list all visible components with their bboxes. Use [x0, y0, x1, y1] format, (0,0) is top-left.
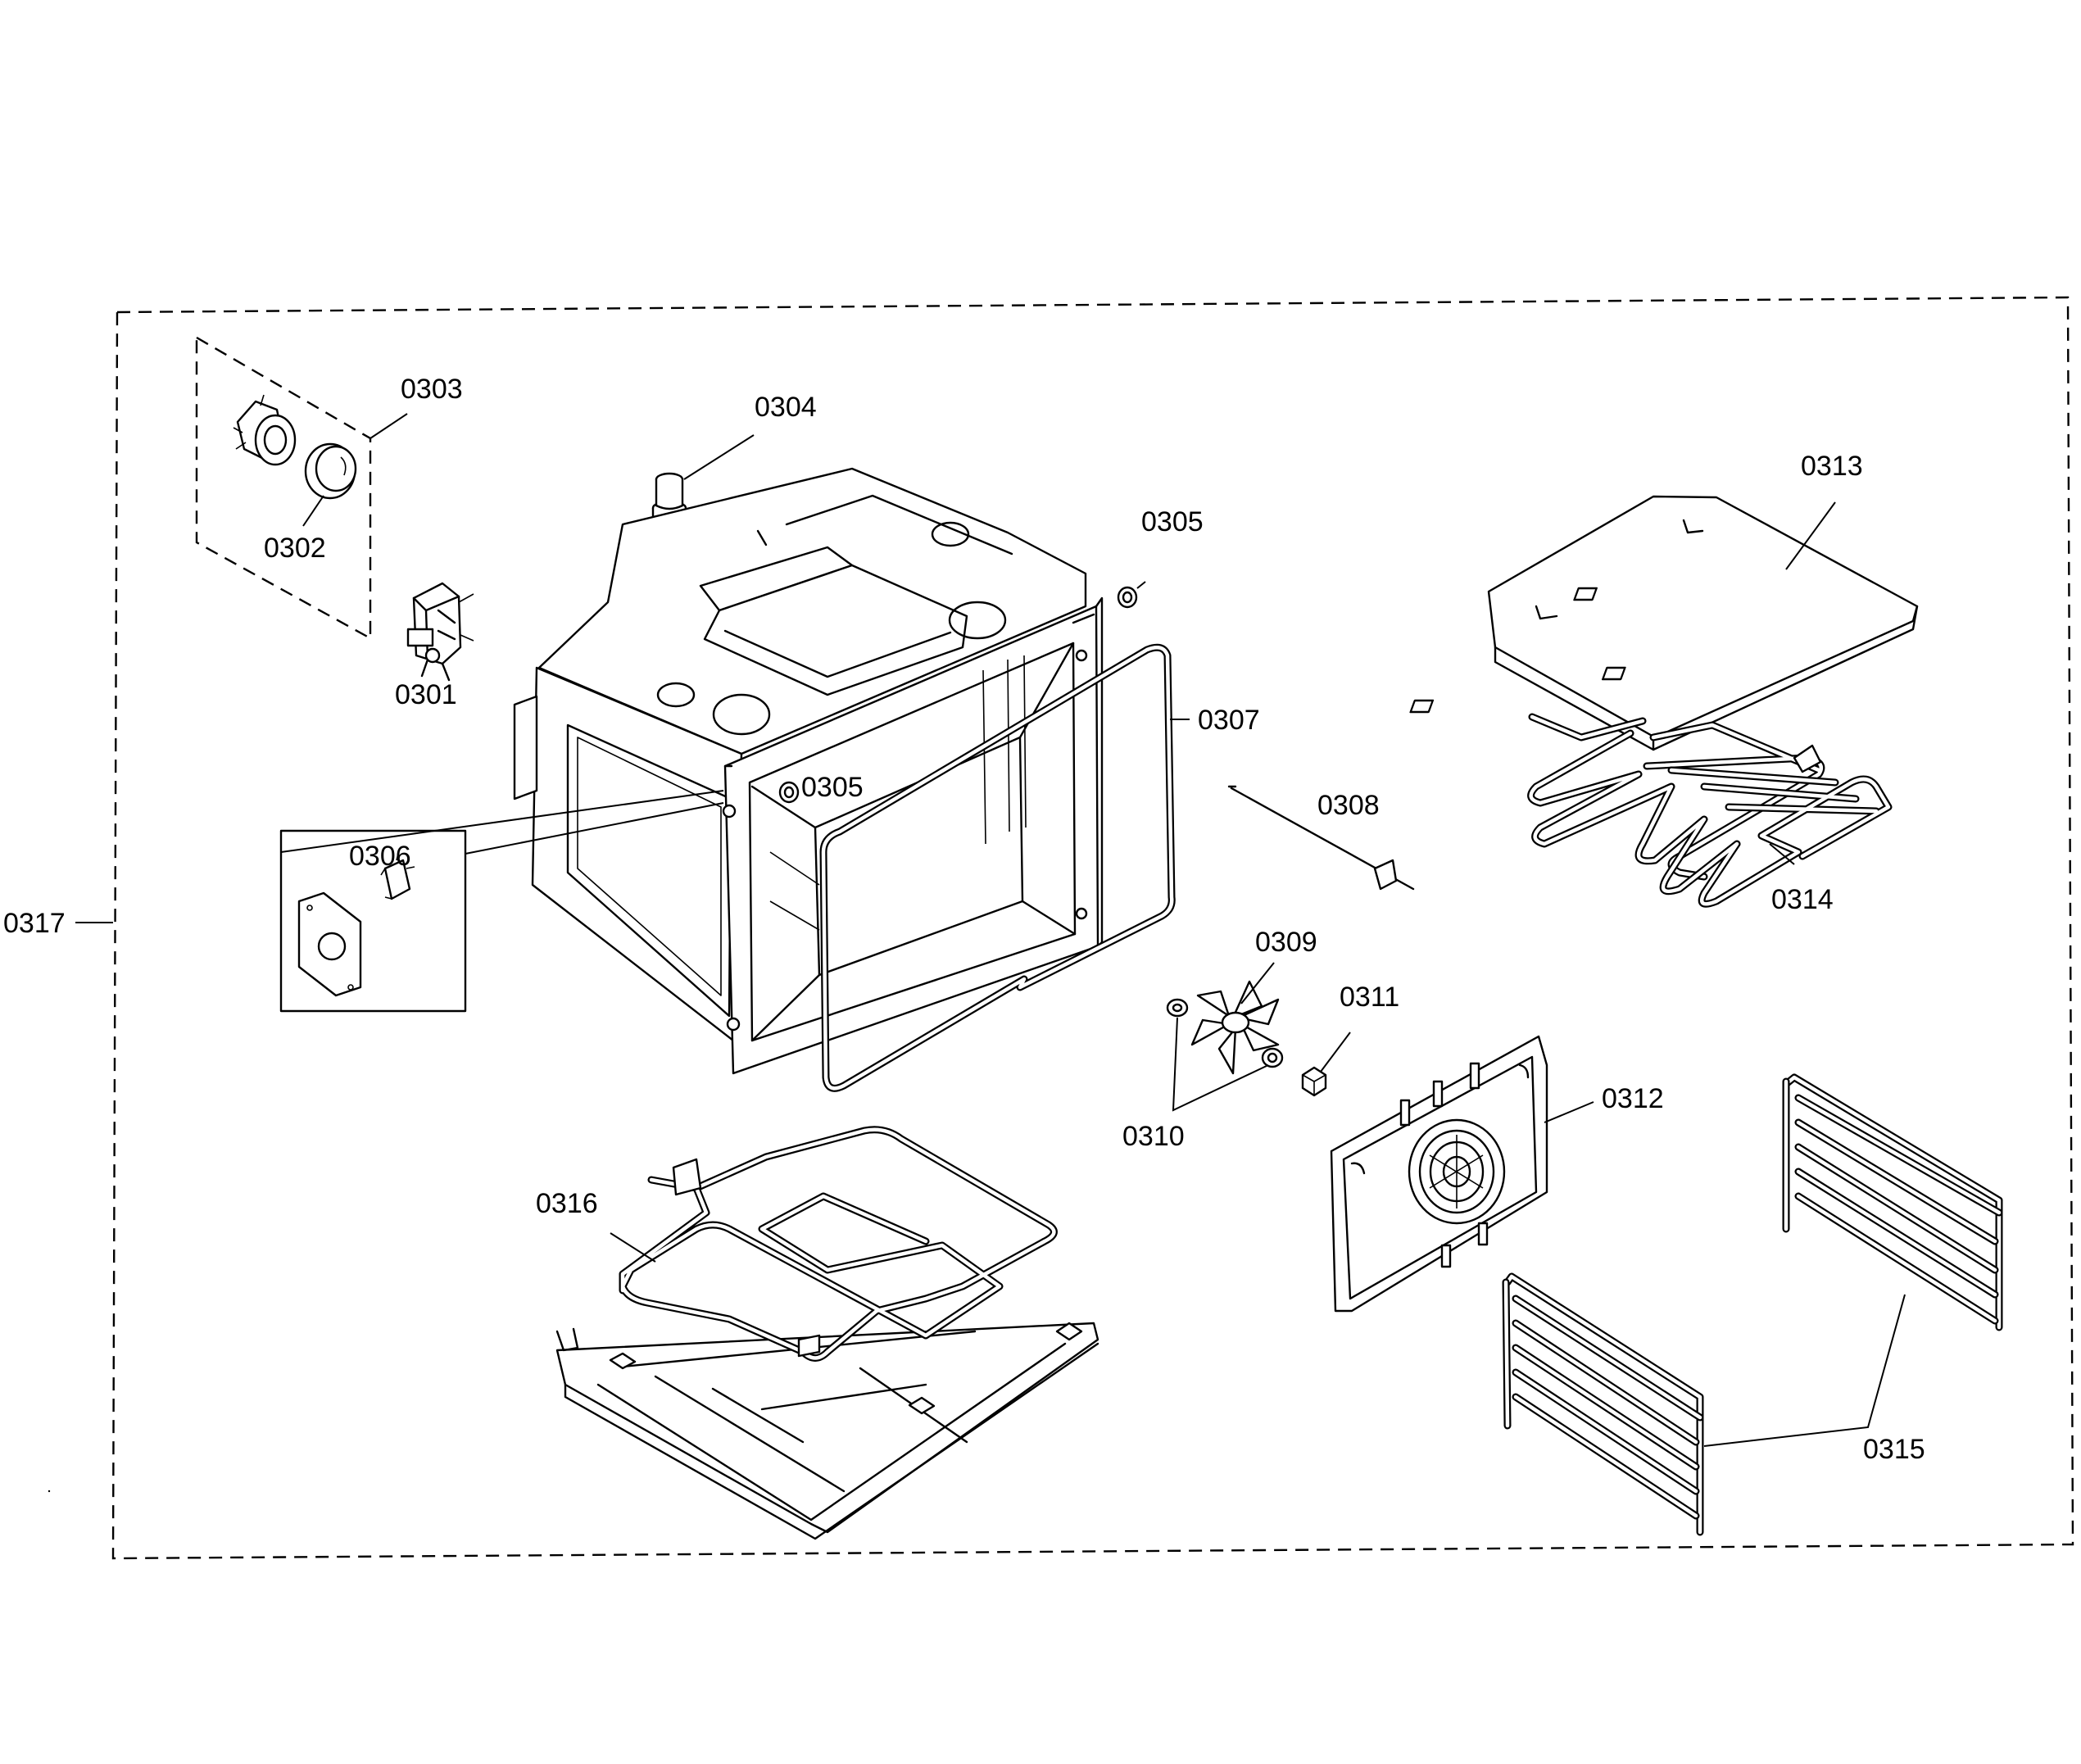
rod-icon — [1227, 785, 1415, 891]
grommet-icon — [1117, 586, 1138, 609]
bottom-heater-icon — [555, 1126, 1099, 1540]
nut-icon — [1301, 1066, 1327, 1097]
part-label-0301: 0301 — [395, 679, 457, 710]
rack-support-icon — [1502, 1073, 2003, 1536]
fan-motor-icon — [406, 582, 474, 682]
leader-0315 — [1703, 1294, 1906, 1447]
assembly-boundary — [111, 296, 2074, 1560]
leader-0302 — [302, 495, 324, 527]
part-label-0305-front: 0305 — [801, 772, 864, 803]
part-label-0315: 0315 — [1863, 1434, 1925, 1465]
part-label-0304: 0304 — [755, 392, 817, 423]
top-panel-icon — [1409, 495, 1919, 751]
oven-cavity-icon — [513, 467, 1104, 1075]
part-label-0311: 0311 — [1340, 982, 1399, 1013]
part-label-0313: 0313 — [1801, 451, 1863, 482]
leader-0304 — [683, 434, 755, 480]
lamp-holder-icon — [233, 394, 297, 466]
part-label-0309: 0309 — [1255, 927, 1317, 958]
part-label-0305-top: 0305 — [1141, 506, 1204, 537]
leader-0312 — [1544, 1101, 1594, 1123]
part-label-0317: 0317 — [3, 908, 66, 939]
grommet-icon — [778, 781, 800, 804]
part-label-0316: 0316 — [536, 1188, 598, 1219]
part-label-0310: 0310 — [1122, 1121, 1185, 1152]
leader-0311 — [1320, 1032, 1351, 1072]
leader-0313 — [1785, 501, 1836, 570]
fan-cover-icon — [1330, 1035, 1548, 1313]
part-label-0312: 0312 — [1602, 1083, 1664, 1114]
leader-0314 — [1769, 843, 1795, 865]
fan-blade-icon — [1166, 980, 1284, 1075]
part-label-0306: 0306 — [349, 841, 411, 872]
stray-mark — [48, 1490, 51, 1493]
grill-element-icon — [1527, 713, 1893, 908]
detail-inset — [279, 790, 724, 1013]
leader-0305a — [1136, 581, 1146, 589]
lamp-group-boundary — [195, 335, 372, 641]
lamp-lens-icon — [304, 442, 357, 500]
leader-0303 — [370, 413, 408, 439]
door-gasket-icon — [819, 643, 1176, 1092]
part-label-0308: 0308 — [1317, 790, 1380, 821]
part-label-0302: 0302 — [264, 533, 326, 564]
leader-0316 — [610, 1232, 656, 1263]
part-label-0307: 0307 — [1198, 705, 1260, 736]
part-label-0303: 0303 — [401, 374, 463, 405]
leader-0310 — [1172, 1017, 1269, 1112]
leader-0309 — [1240, 962, 1275, 1004]
part-label-0314: 0314 — [1771, 884, 1834, 915]
